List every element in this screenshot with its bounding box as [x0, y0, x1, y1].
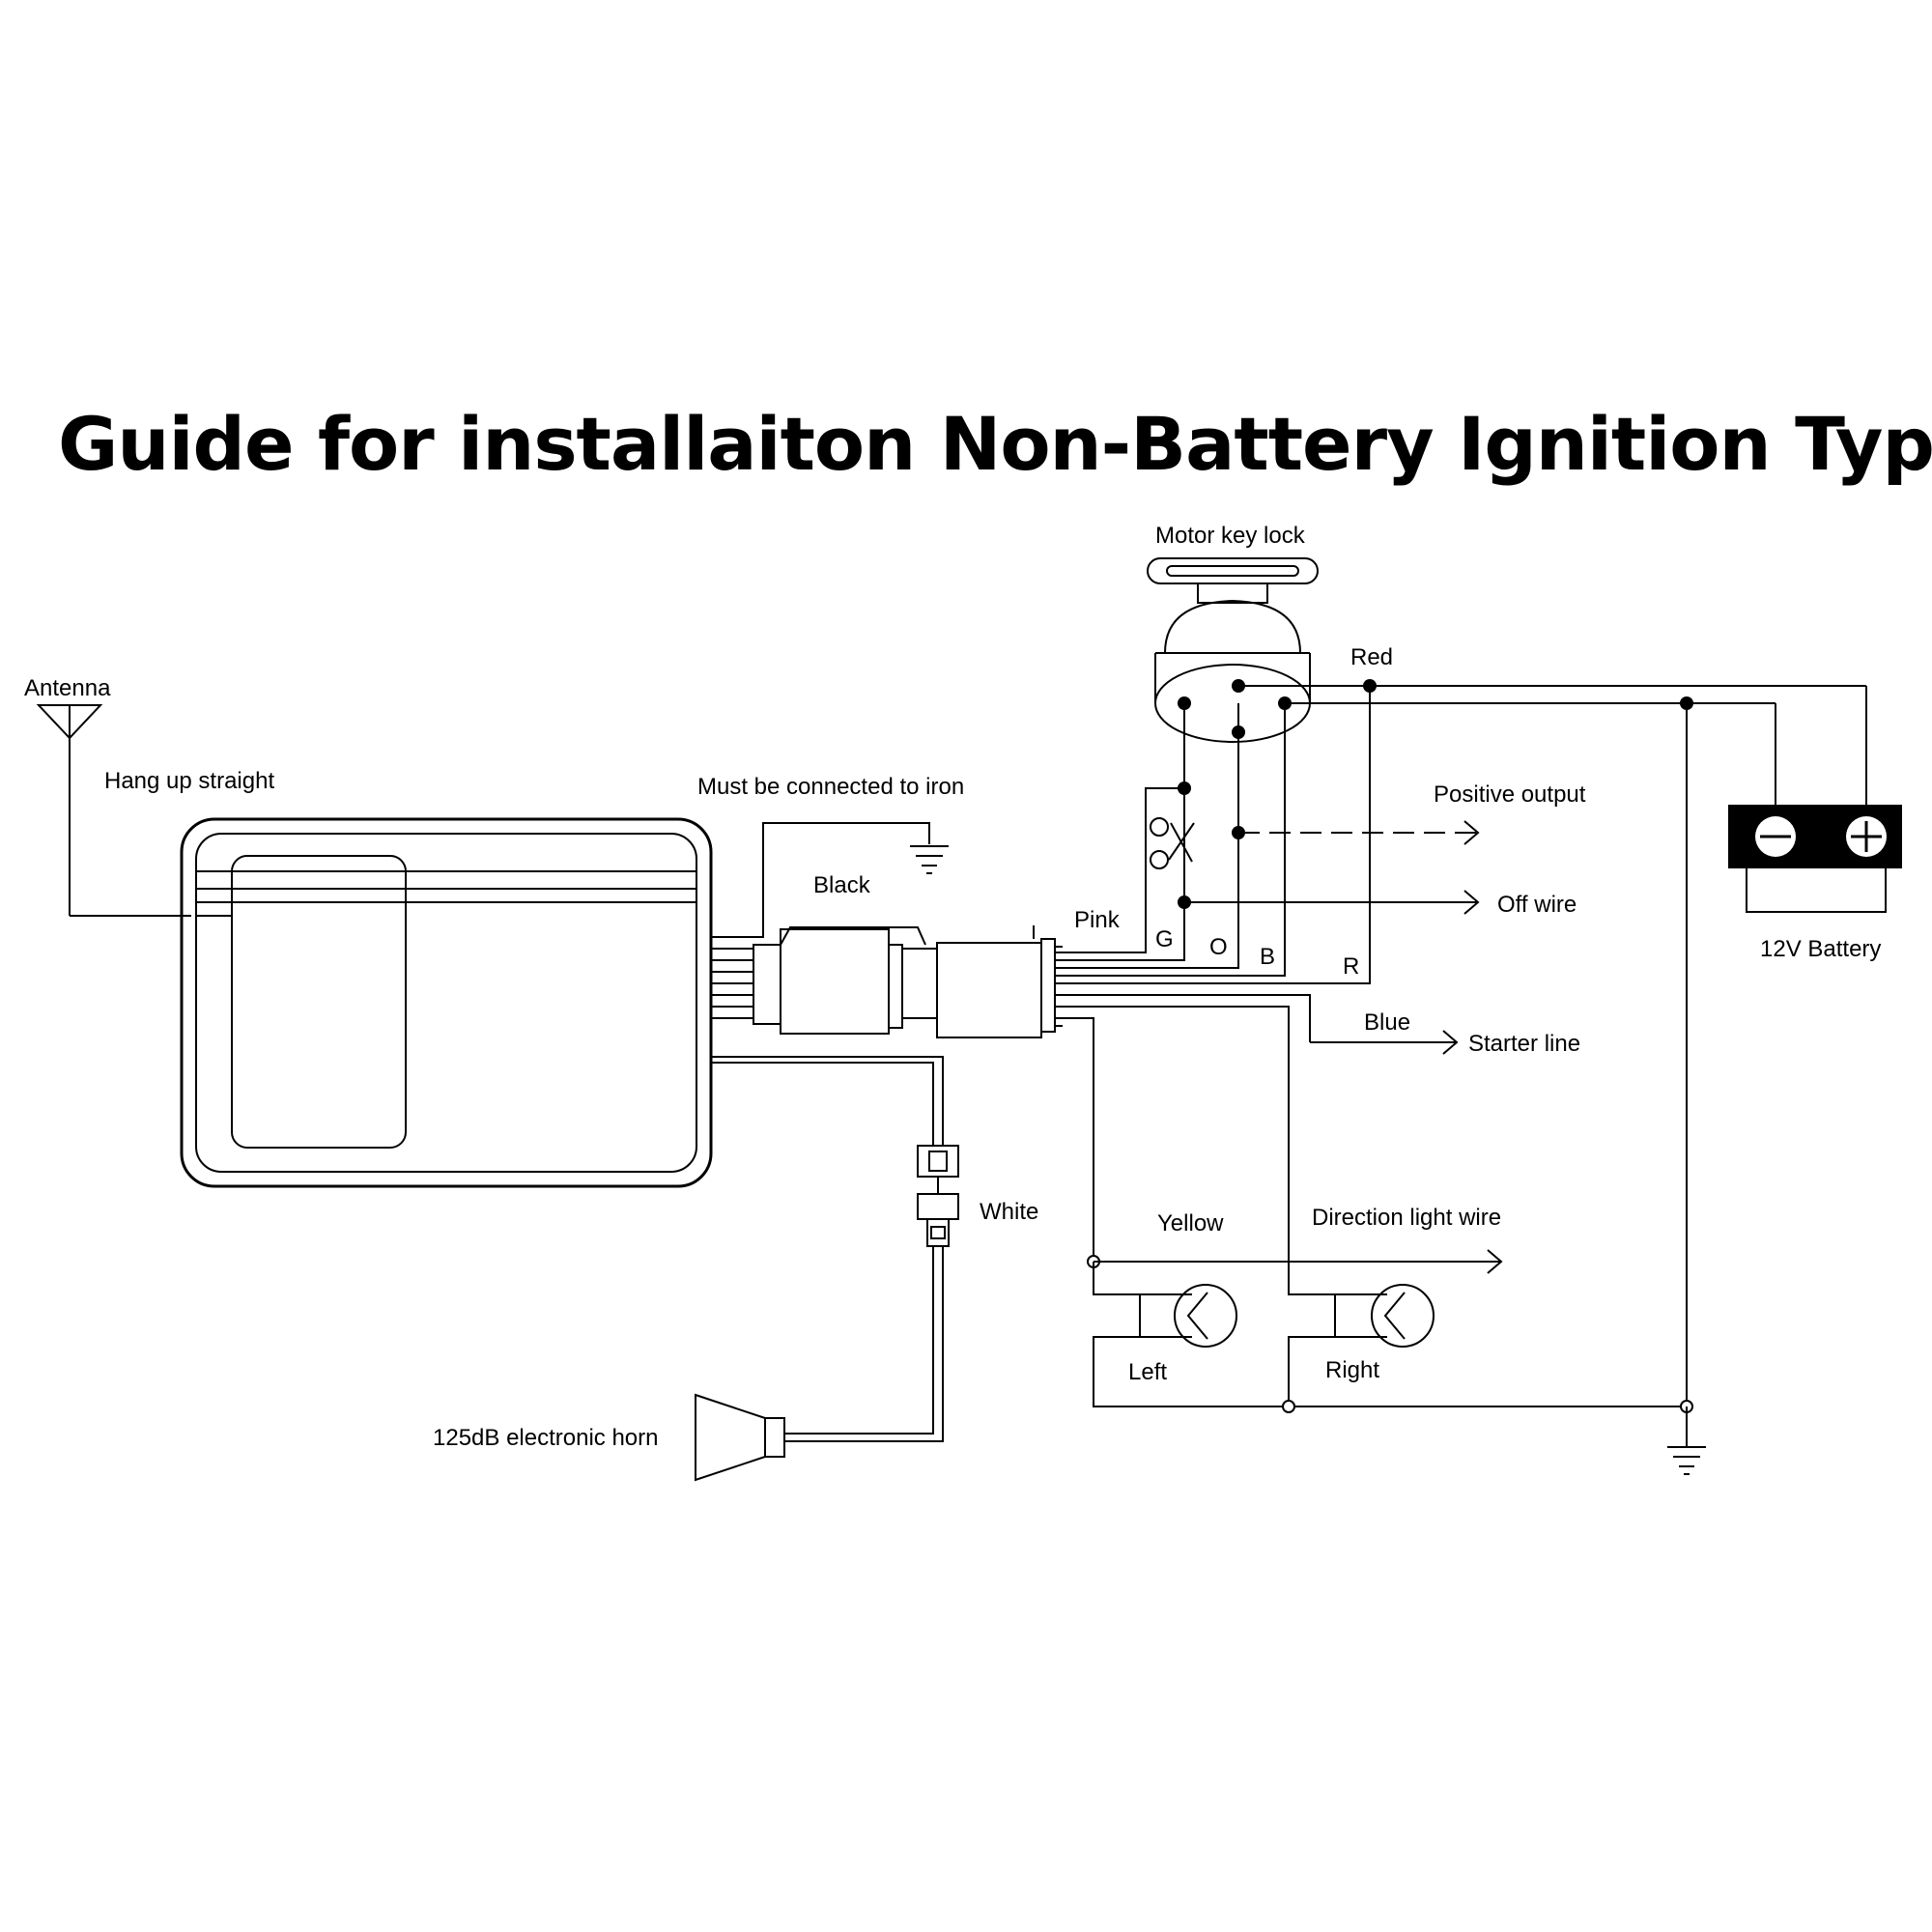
white-wire-connector	[917, 1145, 959, 1247]
hang-up-label: Hang up straight	[104, 768, 274, 794]
white-wire-label: White	[980, 1199, 1038, 1225]
right-lamp-icon	[1334, 1284, 1435, 1348]
horn-wire-lower	[784, 1246, 944, 1442]
output-wires	[1055, 686, 1371, 1287]
left-lamp-icon	[1139, 1284, 1237, 1348]
ground-symbol-icon	[910, 845, 949, 874]
motor-key-lock	[1147, 557, 1319, 833]
pink-wire-label: Pink	[1074, 907, 1121, 933]
red-wire-label: Red	[1350, 644, 1393, 670]
positive-output-arrow	[1232, 820, 1480, 845]
black-wire-label: Black	[813, 872, 871, 898]
connector-plug-2	[936, 925, 1063, 1038]
starter-line-label: Starter line	[1468, 1031, 1580, 1057]
connector-plug-1	[753, 926, 937, 1035]
horn-icon	[695, 1393, 785, 1482]
blue-wire-label: Blue	[1364, 1009, 1410, 1036]
off-wire-label: Off wire	[1497, 892, 1577, 918]
horn-wire	[711, 1056, 944, 1146]
antenna-icon	[36, 704, 191, 917]
positive-output-label: Positive output	[1434, 781, 1586, 808]
chassis-ground-icon	[1667, 1406, 1706, 1475]
red-battery-wire	[1238, 679, 1867, 1406]
yellow-wire-label: Yellow	[1157, 1210, 1224, 1236]
r-terminal-label: R	[1343, 953, 1359, 980]
battery-label: 12V Battery	[1760, 936, 1881, 962]
left-lamp-label: Left	[1128, 1359, 1167, 1385]
horn-label: 125dB electronic horn	[433, 1425, 658, 1451]
diagram-title: Guide for installaiton Non-Battery Ignit…	[58, 401, 1932, 487]
alarm-control-unit	[180, 817, 713, 1188]
b-terminal-label: B	[1260, 944, 1275, 970]
off-wire-arrow	[1184, 890, 1480, 915]
antenna-label: Antenna	[24, 675, 111, 701]
battery-12v-icon	[1728, 805, 1902, 913]
iron-label: Must be connected to iron	[697, 774, 964, 800]
direction-light-label: Direction light wire	[1312, 1205, 1501, 1231]
o-terminal-label: O	[1209, 934, 1228, 960]
starter-line-arrow	[1310, 1030, 1459, 1055]
key-switch	[1145, 781, 1195, 909]
g-terminal-label: G	[1155, 926, 1174, 952]
motor-key-lock-label: Motor key lock	[1155, 523, 1306, 549]
ground-wire-black	[711, 822, 930, 938]
right-lamp-label: Right	[1325, 1357, 1379, 1383]
direction-light-wiring	[1087, 1249, 1693, 1413]
harness-wires	[711, 948, 753, 1019]
